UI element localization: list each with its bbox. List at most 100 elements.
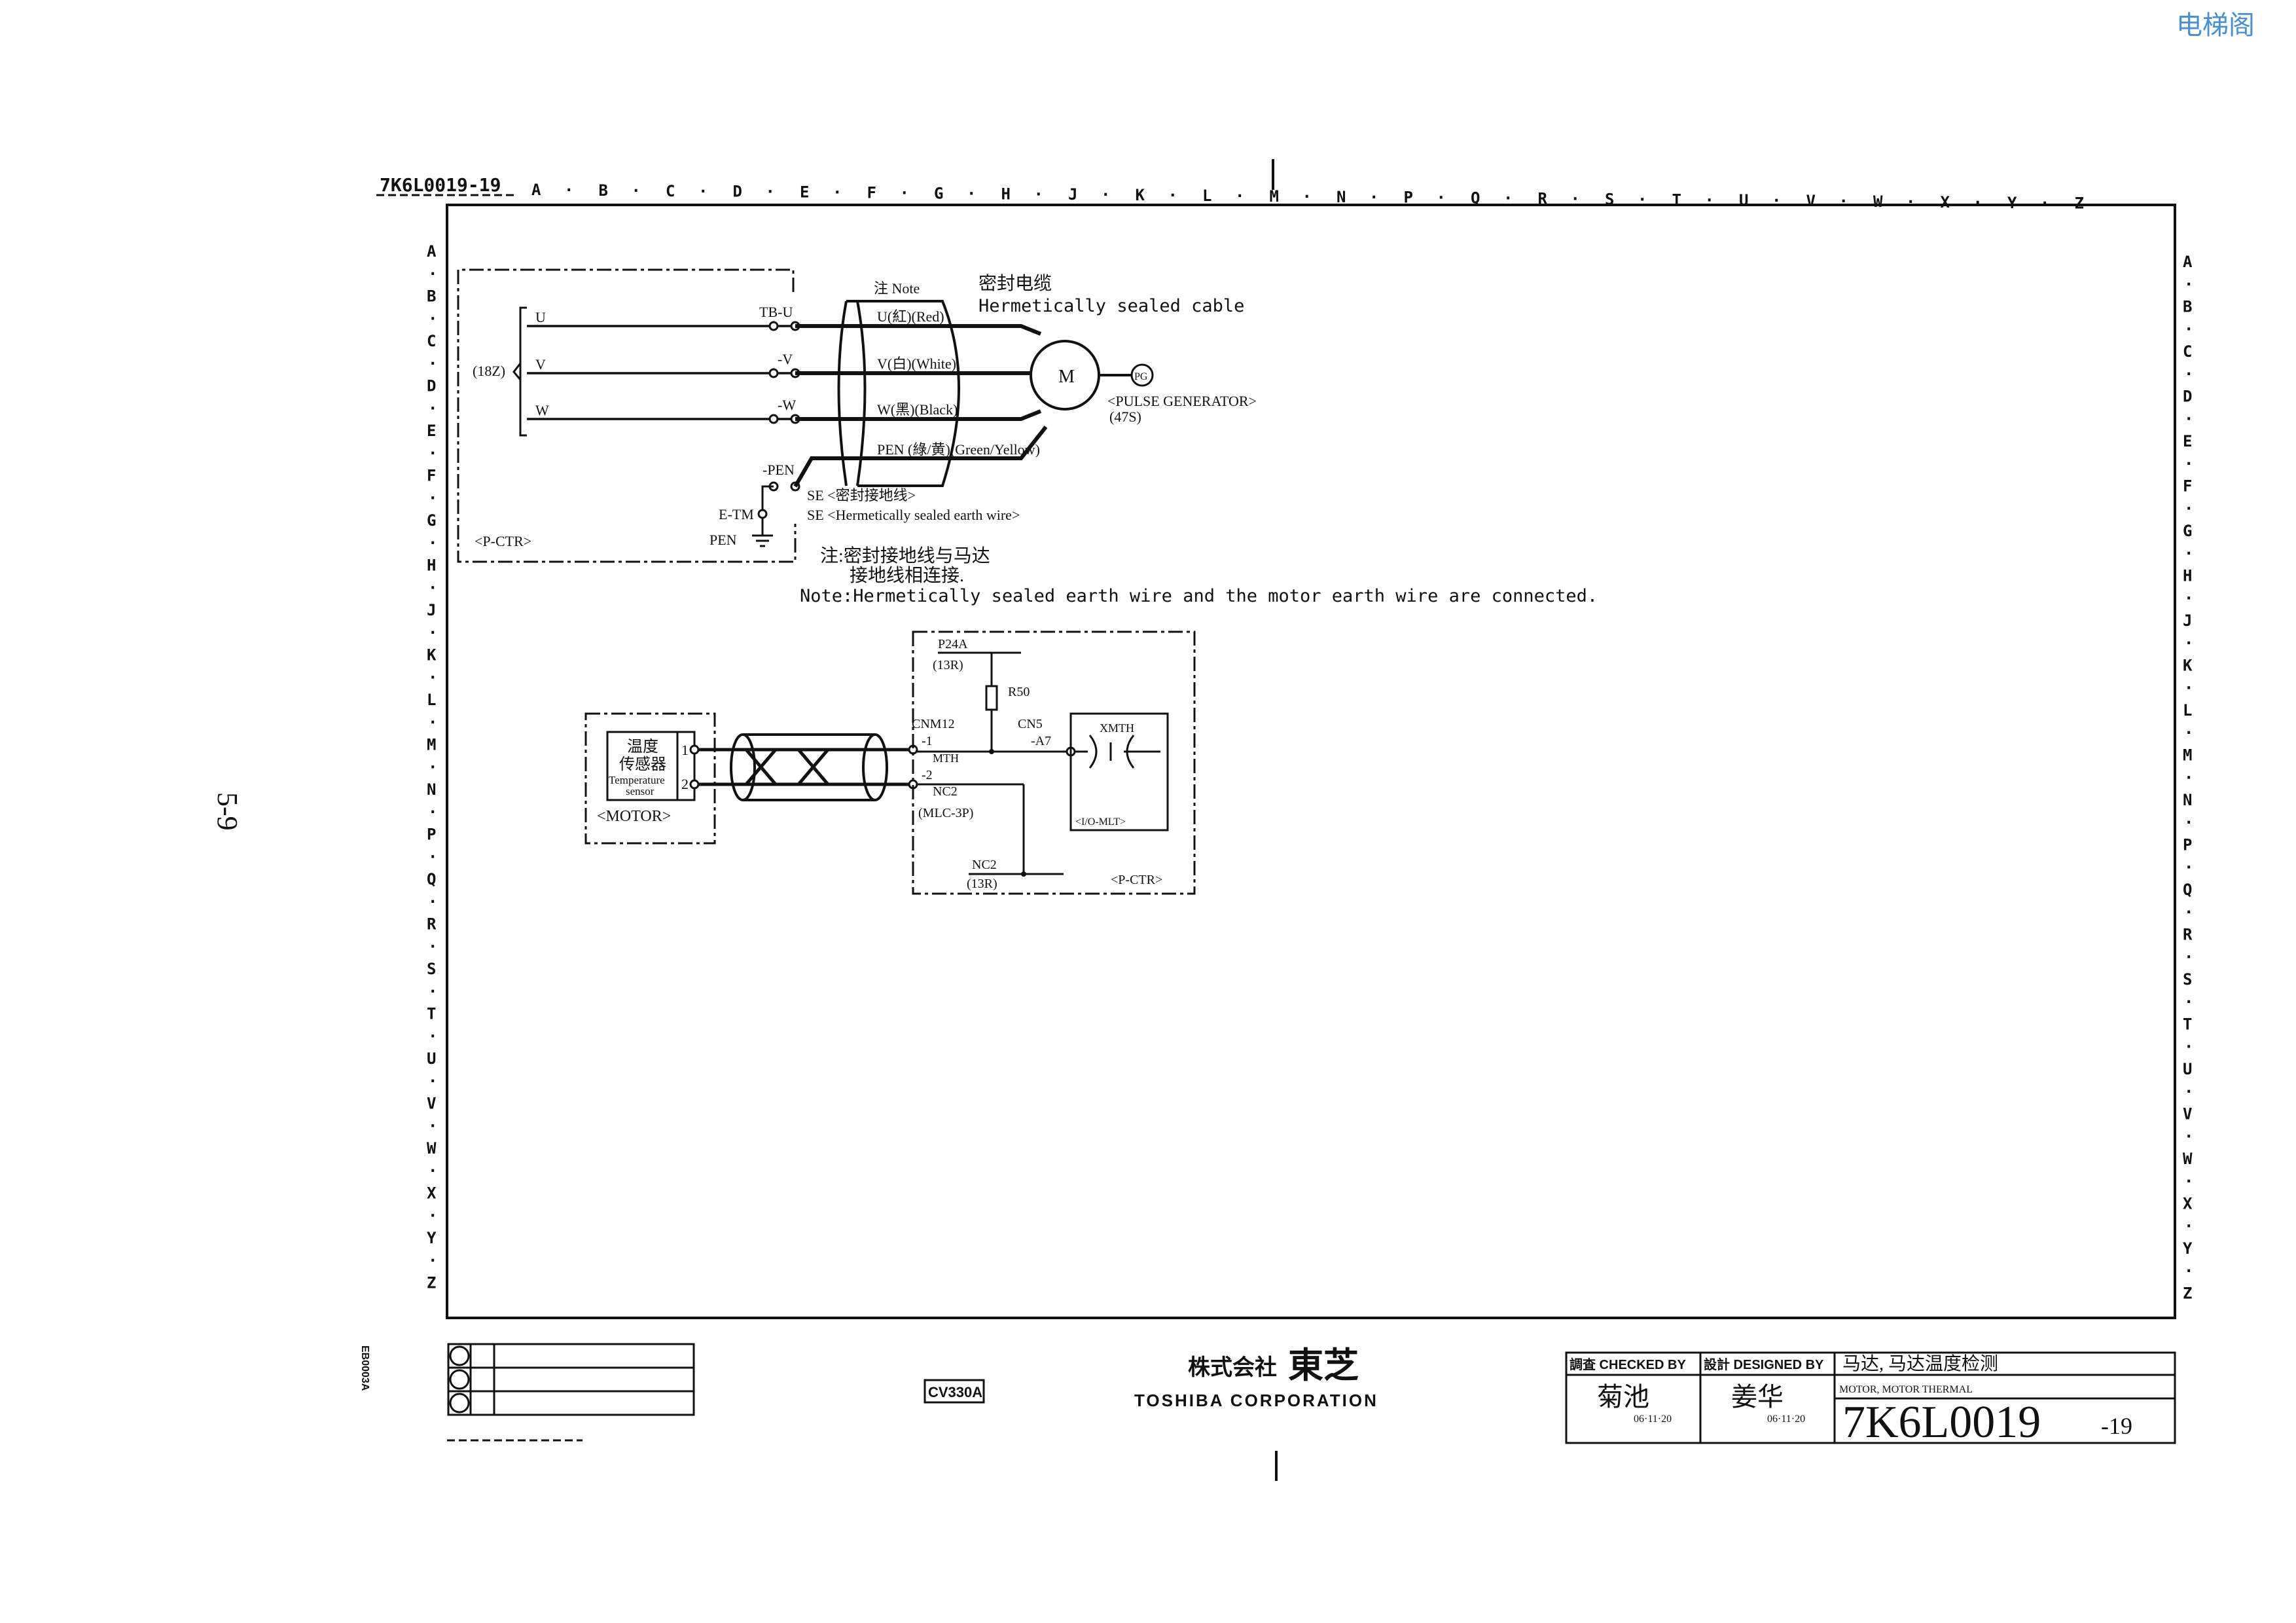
xmth-label: XMTH xyxy=(1100,721,1134,735)
column-separator: · xyxy=(967,184,976,202)
column-label-g: G xyxy=(934,184,943,202)
terminal-w: -W xyxy=(778,397,796,413)
row-separator: · xyxy=(2184,993,2193,1011)
row-label-left-a: A xyxy=(427,242,437,261)
row-label-left-e: E xyxy=(427,422,436,440)
designed-date: 06·11·20 xyxy=(1767,1413,1805,1425)
row-label-right-f: F xyxy=(2183,477,2192,496)
column-separator: · xyxy=(1302,187,1312,206)
cnm12-label: CNM12 xyxy=(912,717,955,731)
row-separator: · xyxy=(2184,1127,2193,1146)
column-label-y: Y xyxy=(2007,194,2017,212)
revision-block xyxy=(447,1343,695,1416)
row-separator: · xyxy=(2184,903,2193,921)
a7-label: -A7 xyxy=(1031,734,1051,748)
row-separator: · xyxy=(428,623,437,642)
row-separator: · xyxy=(2184,634,2193,652)
column-separator: · xyxy=(1034,185,1043,203)
column-separator: · xyxy=(766,183,775,201)
se-cn-label: SE <密封接地线> xyxy=(807,487,916,503)
column-label-q: Q xyxy=(1471,189,1480,208)
row-label-right-c: C xyxy=(2183,342,2192,361)
row-label-left-h: H xyxy=(427,556,436,575)
nc2-bottom-ref: (13R) xyxy=(967,877,997,891)
company-jp: 株式会社 xyxy=(1188,1355,1277,1380)
column-label-c: C xyxy=(666,182,675,200)
wire-label-u: U(紅)(Red) xyxy=(877,308,944,325)
se-en-label: SE <Hermetically sealed earth wire> xyxy=(807,507,1020,523)
row-label-right-r: R xyxy=(2183,926,2193,944)
row-separator: · xyxy=(428,1027,437,1046)
row-separator: · xyxy=(428,1161,437,1180)
column-label-s: S xyxy=(1605,190,1614,208)
motor-label: M xyxy=(1058,367,1075,387)
pctr-dashed-box-bottom xyxy=(912,630,1196,895)
row-separator: · xyxy=(2184,410,2193,428)
row-label-left-j: J xyxy=(427,601,436,619)
column-grid-labels: A·B·C·D·E·F·G·H·J·K·L·M·N·P·Q·R·S·T·U·V·… xyxy=(531,181,2084,213)
wire-label-pen: PEN (綠/黄)(Green/Yellow) xyxy=(877,441,1040,458)
wire-label-w: W(黑)(Black) xyxy=(877,401,958,418)
column-separator: · xyxy=(900,184,909,202)
column-label-b: B xyxy=(599,181,608,200)
cnm12-pin1: -1 xyxy=(922,734,933,748)
company-kanji: 東芝 xyxy=(1288,1346,1359,1385)
sensor-en-1: Temperature xyxy=(609,774,665,786)
row-separator: · xyxy=(428,1072,437,1090)
row-label-right-j: J xyxy=(2183,611,2192,630)
row-label-right-y: Y xyxy=(2183,1239,2193,1258)
nc2-bottom-label: NC2 xyxy=(972,858,997,872)
note-label: 注 Note xyxy=(874,280,920,297)
title-block xyxy=(1565,1351,2176,1444)
pctr-dashed-box xyxy=(457,268,797,563)
column-separator: · xyxy=(698,182,708,200)
column-separator: · xyxy=(1839,192,1848,210)
column-separator: · xyxy=(632,181,641,200)
row-separator: · xyxy=(428,310,437,328)
row-separator: · xyxy=(2184,679,2193,697)
row-label-left-z: Z xyxy=(427,1274,436,1292)
checked-label: 調査 CHECKED BY xyxy=(1570,1357,1686,1372)
row-label-left-p: P xyxy=(427,826,436,844)
drawing-number: 7K6L0019 xyxy=(1842,1397,2041,1448)
sensor-pin-2: 2 xyxy=(681,776,689,792)
drawing-ref-top: 7K6L0019-19 xyxy=(380,174,501,196)
row-label-right-n: N xyxy=(2183,791,2192,809)
company-en: TOSHIBA CORPORATION xyxy=(1134,1391,1378,1410)
column-label-u: U xyxy=(1739,191,1748,210)
row-label-right-m: M xyxy=(2183,746,2192,765)
row-label-right-e: E xyxy=(2183,432,2192,450)
row-separator: · xyxy=(428,758,437,776)
row-grid-labels-right: A·B·C·D·E·F·G·H·J·K·L·M·N·P·Q·R·S·T·U·V·… xyxy=(2183,253,2193,1303)
row-label-right-z: Z xyxy=(2183,1285,2192,1303)
row-label-left-m: M xyxy=(427,736,436,754)
line-w: W xyxy=(535,402,549,418)
row-label-left-v: V xyxy=(427,1095,436,1113)
column-label-z: Z xyxy=(2075,194,2084,213)
row-separator: · xyxy=(428,534,437,552)
row-label-left-x: X xyxy=(427,1184,437,1203)
footer: EB0003A CV330A 株式会社 東芝 TOSHIBA CORPORATI… xyxy=(359,1343,2176,1448)
note-cn-2: 接地线相连接. xyxy=(850,565,964,586)
sensor-cn-1: 温度 xyxy=(627,738,658,756)
note-en: Note:Hermetically sealed earth wire and … xyxy=(800,586,1598,606)
motor-dashed-box xyxy=(584,712,716,845)
column-separator: · xyxy=(1638,190,1647,208)
column-label-f: F xyxy=(867,184,876,202)
row-label-right-b: B xyxy=(2183,298,2192,316)
row-separator: · xyxy=(2184,858,2193,877)
cable-title-cn: 密封电缆 xyxy=(978,273,1052,294)
row-separator: · xyxy=(428,489,437,507)
etm-label: E-TM xyxy=(719,506,754,522)
drawing-frame xyxy=(376,159,2176,1481)
designed-label: 設計 DESIGNED BY xyxy=(1704,1357,1824,1372)
column-separator: · xyxy=(1705,191,1714,209)
column-label-v: V xyxy=(1806,192,1816,210)
cn5-label: CN5 xyxy=(1018,717,1043,731)
group-label: (18Z) xyxy=(473,363,505,379)
row-separator: · xyxy=(428,668,437,687)
row-separator: · xyxy=(428,264,437,283)
wire-label-v: V(白)(White) xyxy=(877,356,956,372)
row-label-right-s: S xyxy=(2183,970,2192,989)
row-separator: · xyxy=(428,579,437,597)
